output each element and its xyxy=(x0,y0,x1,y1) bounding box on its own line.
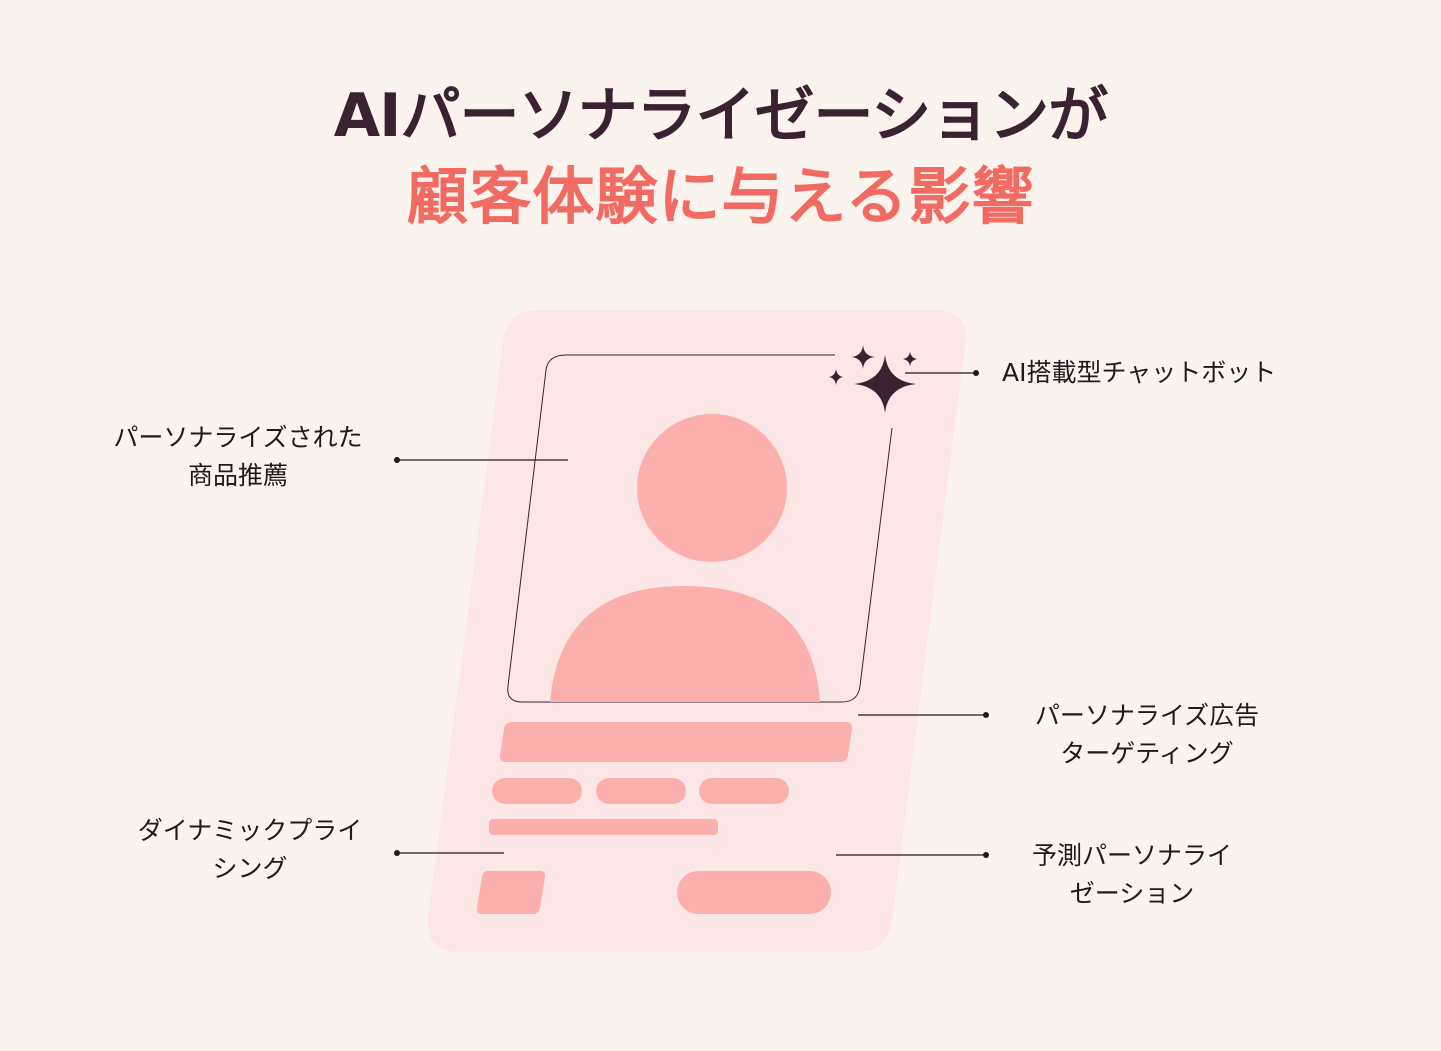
label-predict-line-2: ゼーション xyxy=(1069,879,1195,908)
connector-ads xyxy=(858,712,989,718)
tag-pill-3 xyxy=(699,778,789,804)
label-pricing-line-2: シング xyxy=(212,854,288,883)
label-recommend-line-2: 商品推薦 xyxy=(187,461,288,490)
profile-frame xyxy=(507,354,893,703)
tag-pill-2 xyxy=(596,778,686,804)
title-line-2: 顧客体験に与える影響 xyxy=(406,160,1035,233)
label-predict: 予測パーソナライ ゼーション xyxy=(1008,837,1256,913)
label-chatbot-text: AI搭載型チャットボット xyxy=(1002,358,1277,387)
label-pricing-line-1: ダイナミックプライ xyxy=(137,816,363,845)
tag-pill-1 xyxy=(492,778,582,804)
label-recommend: パーソナライズされた 商品推薦 xyxy=(92,419,384,495)
label-pricing: ダイナミックプライ シング xyxy=(112,812,388,888)
person-icon xyxy=(550,414,820,702)
connector-pricing xyxy=(394,850,504,856)
connector-recommend xyxy=(394,457,568,463)
sparkle-icon xyxy=(829,345,917,413)
description-bar xyxy=(489,819,718,835)
title-line-1: AIパーソナライゼーションが xyxy=(333,81,1109,151)
connector-predict xyxy=(836,852,989,858)
label-chatbot: AI搭載型チャットボット xyxy=(1002,354,1276,392)
title-bar xyxy=(499,722,853,762)
image-thumb xyxy=(476,871,546,914)
connector-chatbot xyxy=(905,370,979,376)
label-predict-line-1: 予測パーソナライ xyxy=(1031,841,1232,870)
label-ads-line-2: ターゲティング xyxy=(1060,739,1234,768)
label-ads: パーソナライズ広告 ターゲティング xyxy=(1014,697,1280,773)
action-pill xyxy=(677,871,831,914)
label-recommend-line-1: パーソナライズされた xyxy=(113,423,363,452)
label-ads-line-1: パーソナライズ広告 xyxy=(1034,701,1260,730)
